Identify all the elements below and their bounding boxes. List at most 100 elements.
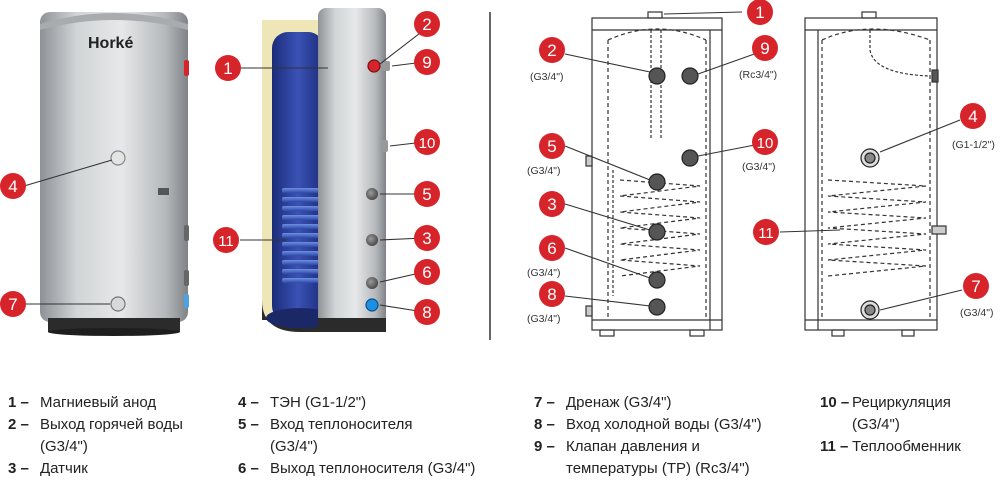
legend-number: 9 –: [534, 438, 555, 455]
svg-text:4: 4: [968, 107, 977, 126]
schematic-side: [804, 11, 947, 337]
thread-labels: (G3/4") (Rc3/4") (G3/4") (G3/4") (G3/4")…: [527, 69, 995, 325]
svg-text:6: 6: [547, 239, 556, 258]
legend-number: 1 –: [8, 394, 29, 411]
legend-item-8: 8 – Вход холодной воды (G3/4"): [534, 414, 762, 436]
legend-text: Выход горячей воды: [40, 416, 183, 433]
svg-text:7: 7: [8, 295, 17, 314]
callout-7-left: 7: [0, 291, 26, 317]
brand-logo: Horké: [88, 35, 133, 52]
legend-text: Теплообменник: [852, 438, 961, 455]
legend-item-9: 9 – Клапан давления и: [534, 436, 762, 458]
legend-item-5-cont: (G3/4"): [238, 436, 475, 458]
legend-number: 7 –: [534, 394, 555, 411]
legend-item-10-cont: (G3/4"): [820, 414, 961, 436]
legend-number: 5 –: [238, 416, 259, 433]
legend-text: ТЭН (G1-1/2"): [270, 394, 367, 411]
tank-exterior: Horké: [40, 12, 189, 336]
legend-item-5: 5 – Вход теплоносителя: [238, 414, 475, 436]
schematic-front: [585, 11, 723, 337]
heat-exchanger-coil: [282, 188, 320, 283]
svg-text:10: 10: [757, 135, 774, 152]
legend-item-2-cont: (G3/4"): [8, 436, 183, 458]
legend-number: 2 –: [8, 416, 29, 433]
svg-text:3: 3: [422, 229, 431, 248]
legend-text: Выход теплоносителя (G3/4"): [270, 460, 476, 477]
callout-9-cutaway: 9: [414, 49, 440, 75]
svg-text:1: 1: [755, 3, 764, 22]
callout-5-schematic: 5: [539, 133, 565, 159]
callout-6-cutaway: 6: [414, 259, 440, 285]
callout-10-cutaway: 10: [414, 129, 440, 155]
callout-6-schematic: 6: [539, 235, 565, 261]
svg-text:7: 7: [971, 277, 980, 296]
legend-text: Дренаж (G3/4"): [566, 394, 672, 411]
legend-item-6: 6 – Выход теплоносителя (G3/4"): [238, 458, 475, 480]
svg-text:11: 11: [758, 225, 774, 242]
legend-text: Датчик: [40, 460, 88, 477]
legend-number: 11 –: [820, 438, 849, 455]
callout-5-cutaway: 5: [414, 181, 440, 207]
svg-text:11: 11: [218, 233, 234, 250]
legend-item-9-cont: температуры (TP) (Rc3/4"): [534, 458, 762, 480]
callout-11-cutaway: 11: [213, 227, 239, 253]
callout-3-cutaway: 3: [414, 225, 440, 251]
svg-text:9: 9: [422, 53, 431, 72]
svg-text:10: 10: [419, 135, 436, 152]
callout-8-cutaway: 8: [414, 299, 440, 325]
svg-text:5: 5: [547, 137, 556, 156]
size-label-8: (G3/4"): [527, 313, 560, 325]
svg-text:6: 6: [422, 263, 431, 282]
size-label-5: (G3/4"): [527, 165, 560, 177]
callout-4-left: 4: [0, 173, 26, 199]
svg-text:9: 9: [760, 39, 769, 58]
legend-item-4: 4 – ТЭН (G1-1/2"): [238, 392, 475, 414]
legend-text: Магниевый анод: [40, 394, 157, 411]
size-label-7: (G3/4"): [960, 307, 993, 319]
callout-1-cutaway: 1: [215, 55, 241, 81]
legend-col-1: 1 – Магниевый анод 2 – Выход горячей воды (G…: [8, 392, 183, 480]
legend-item-11: 11 –Теплообменник: [820, 436, 961, 458]
callout-badges: 4 7 1 11 2 9 10 5 3 6 8 1 2 9 5 10 3 6 8…: [0, 0, 989, 325]
legend-text: (G3/4"): [40, 438, 88, 455]
legend-number: 4 –: [238, 394, 259, 411]
legend-item-10: 10 –Рециркуляция: [820, 392, 961, 414]
callout-3-schematic: 3: [539, 191, 565, 217]
legend-item-1: 1 – Магниевый анод: [8, 392, 183, 414]
size-label-2: (G3/4"): [530, 71, 563, 83]
legend-text: Вход теплоносителя: [270, 416, 413, 433]
legend-text: Рециркуляция: [852, 394, 951, 411]
callout-8-schematic: 8: [539, 281, 565, 307]
legend-text: Клапан давления и: [566, 438, 700, 455]
legend-text: (G3/4"): [270, 438, 318, 455]
svg-text:3: 3: [547, 195, 556, 214]
callout-7-side: 7: [963, 273, 989, 299]
svg-text:2: 2: [547, 41, 556, 60]
legend-col-2: 4 – ТЭН (G1-1/2") 5 – Вход теплоносителя (G3…: [238, 392, 475, 480]
legend-item-3: 3 – Датчик: [8, 458, 183, 480]
size-label-4: (G1-1/2"): [952, 139, 995, 151]
legend-col-3: 7 – Дренаж (G3/4") 8 – Вход холодной воды (…: [534, 392, 762, 480]
callout-2-schematic: 2: [539, 37, 565, 63]
svg-text:5: 5: [422, 185, 431, 204]
legend-item-7: 7 – Дренаж (G3/4"): [534, 392, 762, 414]
size-label-10: (G3/4"): [742, 161, 775, 173]
svg-text:2: 2: [422, 15, 431, 34]
legend-number: 10 –: [820, 394, 850, 411]
tank-cutaway: [262, 8, 390, 332]
legend-number: 8 –: [534, 416, 555, 433]
svg-text:1: 1: [223, 59, 232, 78]
size-label-6: (G3/4"): [527, 267, 560, 279]
callout-4-side: 4: [960, 103, 986, 129]
callout-2-cutaway: 2: [414, 11, 440, 37]
legend-number: 3 –: [8, 460, 29, 477]
svg-text:8: 8: [547, 285, 556, 304]
legend-number: 6 –: [238, 460, 259, 477]
legend-text: Вход холодной воды (G3/4"): [566, 416, 762, 433]
callout-10-schematic: 10: [752, 129, 778, 155]
legend-item-2: 2 – Выход горячей воды: [8, 414, 183, 436]
callout-11-side: 11: [753, 219, 779, 245]
svg-text:4: 4: [8, 177, 17, 196]
legend-text: температуры (TP) (Rc3/4"): [566, 460, 750, 477]
